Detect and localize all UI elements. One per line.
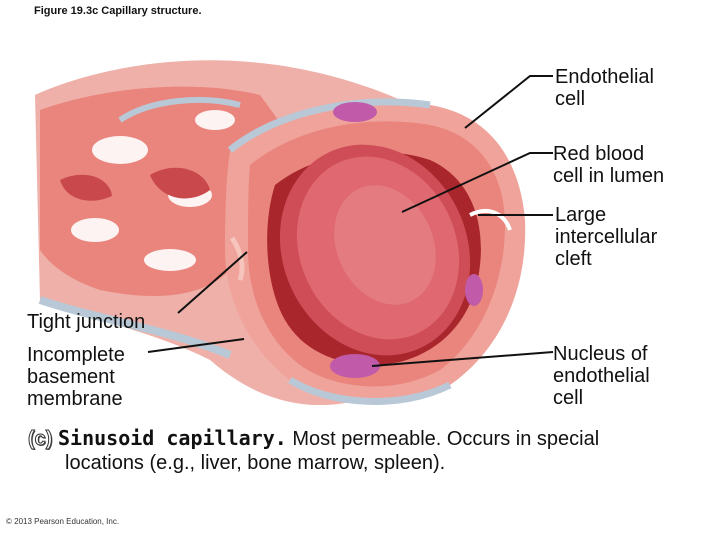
label-intercellular-cleft: Large intercellular cleft: [555, 204, 658, 270]
copyright: © 2013 Pearson Education, Inc.: [6, 517, 120, 526]
leader-lines: [147, 75, 554, 367]
caption-letter: (c): [27, 428, 53, 451]
caption-text-2: locations (e.g., liver, bone marrow, spl…: [65, 452, 446, 474]
label-basement-membrane: Incomplete basement membrane: [27, 344, 125, 410]
label-endothelial-cell: Endothelial cell: [555, 66, 654, 110]
endothelial-nucleus-right: [465, 274, 483, 306]
figure-caption: (c) Sinusoid capillary. Most permeable. …: [27, 426, 708, 475]
label-nucleus: Nucleus of endothelial cell: [553, 343, 650, 409]
red-blood-cell: [279, 144, 471, 356]
caption-name: Sinusoid capillary.: [58, 426, 287, 450]
intercellular-cleft: [469, 209, 512, 231]
label-red-blood-cell: Red blood cell in lumen: [553, 143, 665, 187]
endothelial-nucleus-top: [333, 102, 377, 122]
figure-title: Figure 19.3c Capillary structure.: [34, 5, 202, 17]
label-tight-junction: Tight junction: [27, 311, 146, 333]
caption-text-1: Most permeable. Occurs in special: [292, 428, 600, 450]
endothelial-nucleus-bottom: [330, 354, 380, 378]
